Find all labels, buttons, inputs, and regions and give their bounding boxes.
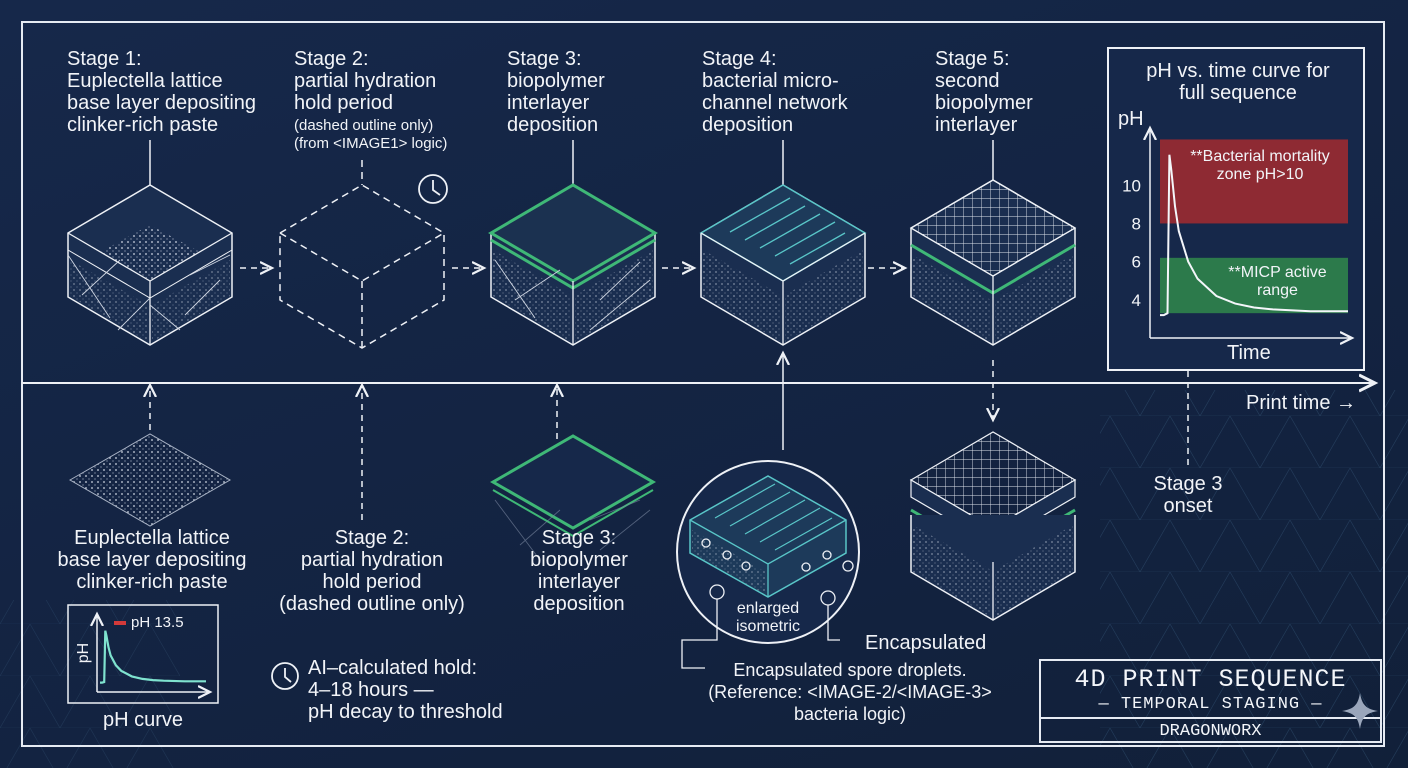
mini-chart-caption: pH curve <box>103 709 184 731</box>
enlarged-isometric-detail <box>676 460 860 669</box>
mini-ph-chart <box>67 604 219 704</box>
bottom-stage5-block <box>909 431 1077 621</box>
stage4-block <box>699 140 867 346</box>
stage5-label: Stage 5: second biopolymer interlayer <box>935 48 1033 136</box>
stage3-block <box>488 140 658 346</box>
mortality-zone <box>1160 139 1348 224</box>
micp-zone-label: **MICP active range <box>1228 264 1327 299</box>
mini-chart-ylabel: pH <box>75 642 93 664</box>
title-brand: DRAGONWORX <box>1159 722 1262 741</box>
title-main: 4D PRINT SEQUENCE <box>1074 665 1347 694</box>
chart-x-label: Time <box>1227 342 1271 364</box>
hold-label: AI–calculated hold: 4–18 hours — pH deca… <box>308 657 503 723</box>
ph-time-chart: 4 6 8 10 <box>1107 47 1365 371</box>
bottom-stage1-label: Euplectella lattice base layer depositin… <box>57 527 247 593</box>
y-tick-label: 10 <box>1122 176 1141 195</box>
y-tick-label: 6 <box>1132 253 1141 272</box>
sparkle-icon <box>1342 693 1378 729</box>
stage3-label: Stage 3: biopolymer interlayer depositio… <box>507 48 605 136</box>
clock-icon <box>418 174 448 204</box>
bottom-up-arrows <box>150 385 557 520</box>
bottom-stage2-label: Stage 2: partial hydration hold period (… <box>279 527 465 615</box>
encapsulated-label: Encapsulated <box>865 632 987 654</box>
background-pattern-left <box>0 600 180 768</box>
bottom-stage3-plate <box>489 434 657 561</box>
hold-clock-icon <box>271 662 299 690</box>
y-ticks: 4 6 8 10 <box>1122 176 1141 310</box>
mortality-zone-label: **Bacterial mortality zone pH>10 <box>1190 148 1330 183</box>
y-tick-label: 4 <box>1132 291 1141 310</box>
stage3-onset-label: Stage 3 onset <box>1153 473 1223 517</box>
title-sub: — TEMPORAL STAGING — <box>1098 695 1323 714</box>
y-tick-label: 8 <box>1132 214 1141 233</box>
stage5-block <box>909 140 1077 346</box>
stage2-label: Stage 2: partial hydration hold period <box>294 48 437 114</box>
title-block: 4D PRINT SEQUENCE — TEMPORAL STAGING — D… <box>1039 659 1382 743</box>
print-time-label: Print time → <box>1246 392 1357 414</box>
stage1-block <box>67 140 233 346</box>
stage2-block <box>279 160 445 349</box>
title-divider <box>1041 717 1380 719</box>
mini-chart-peak: pH 13.5 <box>131 614 184 631</box>
stage4-label: Stage 4: bacterial micro- channel networ… <box>702 48 848 136</box>
base-plate <box>68 433 232 527</box>
ph-curve <box>1160 154 1348 317</box>
enlarged-label: enlarged isometric <box>735 600 800 635</box>
chart-title: pH vs. time curve for full sequence <box>1146 60 1330 104</box>
stage1-label: Stage 1: Euplectella lattice base layer … <box>67 48 257 136</box>
bottom-stage3-label: Stage 3: biopolymer interlayer depositio… <box>530 527 628 615</box>
spore-droplets-label: Encapsulated spore droplets. (Reference:… <box>708 660 992 724</box>
stage2-note: (dashed outline only) (from <IMAGE1> log… <box>294 117 448 152</box>
chart-y-label: pH <box>1118 108 1144 130</box>
